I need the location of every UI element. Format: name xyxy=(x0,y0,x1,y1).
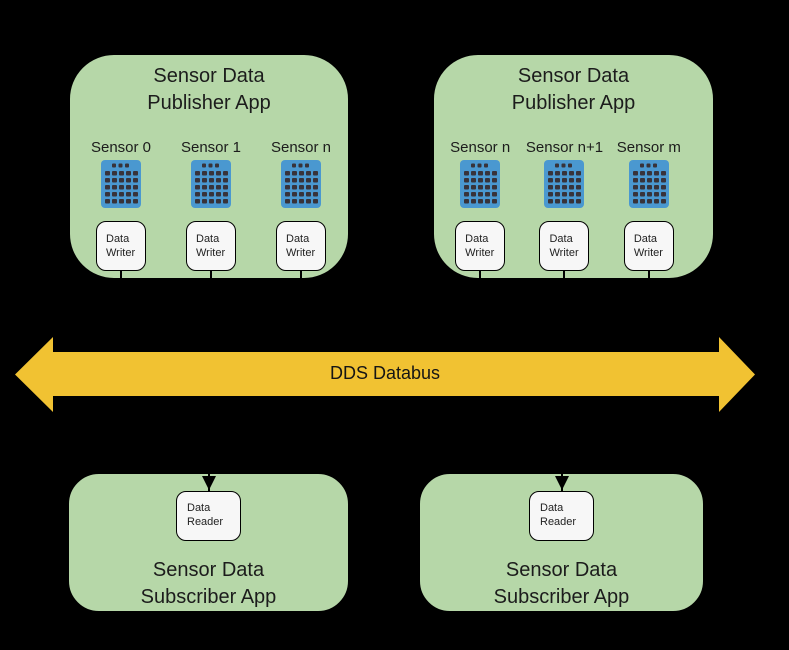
connector-arrowhead-icon xyxy=(201,476,216,490)
connector-line xyxy=(560,397,563,491)
sensor-label: Sensor 0 xyxy=(90,139,152,156)
sensor-chip-icon xyxy=(460,160,501,208)
data-writer-node: Data Writer xyxy=(96,221,146,271)
connector-line xyxy=(207,397,210,491)
subscriber-app-1: Data Reader Sensor Data Subscriber App xyxy=(67,397,350,613)
connector-line xyxy=(479,271,482,282)
sensor-chip-icon xyxy=(101,160,141,208)
sensor-column: Sensor n+1 Data Writer xyxy=(522,139,606,282)
sensor-label: Sensor n xyxy=(450,139,511,156)
connector-arrowhead-icon xyxy=(554,476,569,490)
data-writer-node: Data Writer xyxy=(539,221,590,271)
sensor-column: Sensor 0 Data Writer xyxy=(78,139,164,282)
sensor-chip-icon xyxy=(544,160,585,208)
sensor-chip-icon xyxy=(281,160,321,208)
sensor-chip-icon xyxy=(628,160,669,208)
dds-databus: DDS Databus xyxy=(15,337,755,412)
data-writer-node: Data Writer xyxy=(186,221,236,271)
databus-arrow-shape xyxy=(15,337,755,412)
sensor-column: Sensor 1 Data Writer xyxy=(168,139,254,282)
connector-line xyxy=(647,271,650,282)
data-writer-node: Data Writer xyxy=(276,221,326,271)
connector-line xyxy=(120,271,122,282)
publisher-app-title: Sensor Data Publisher App xyxy=(511,65,636,114)
connector-line xyxy=(210,271,212,282)
sensor-label: Sensor m xyxy=(616,139,681,156)
publisher-app-1: Sensor Data Publisher App Sensor 0 Data … xyxy=(68,53,350,282)
connector-line xyxy=(300,271,302,282)
data-writer-node: Data Writer xyxy=(623,221,674,271)
sensor-column: Sensor m Data Writer xyxy=(607,139,691,282)
sensor-row: Sensor n Data Writer Sensor n+1 Data Wri… xyxy=(434,139,713,282)
sensor-column: Sensor n Data Writer xyxy=(438,139,522,282)
subscriber-app-2: Data Reader Sensor Data Subscriber App xyxy=(418,397,705,613)
publisher-app-title: Sensor Data Publisher App xyxy=(147,65,271,114)
sensor-label: Sensor n xyxy=(270,139,332,156)
sensor-column: Sensor n Data Writer xyxy=(258,139,344,282)
sensor-row: Sensor 0 Data Writer Sensor 1 Data Write… xyxy=(70,139,348,282)
sensor-label: Sensor n+1 xyxy=(525,139,604,156)
connector-line xyxy=(563,271,566,282)
subscriber-app-title: Sensor Data Subscriber App xyxy=(140,559,277,608)
data-writer-node: Data Writer xyxy=(455,221,506,271)
databus-label: DDS Databus xyxy=(329,363,441,383)
publisher-app-2: Sensor Data Publisher App Sensor n Data … xyxy=(432,53,715,282)
data-reader-node: Data Reader xyxy=(529,491,594,541)
sensor-chip-icon xyxy=(191,160,231,208)
subscriber-app-title: Sensor Data Subscriber App xyxy=(493,559,630,608)
sensor-label: Sensor 1 xyxy=(180,139,242,156)
data-reader-node: Data Reader xyxy=(176,491,241,541)
